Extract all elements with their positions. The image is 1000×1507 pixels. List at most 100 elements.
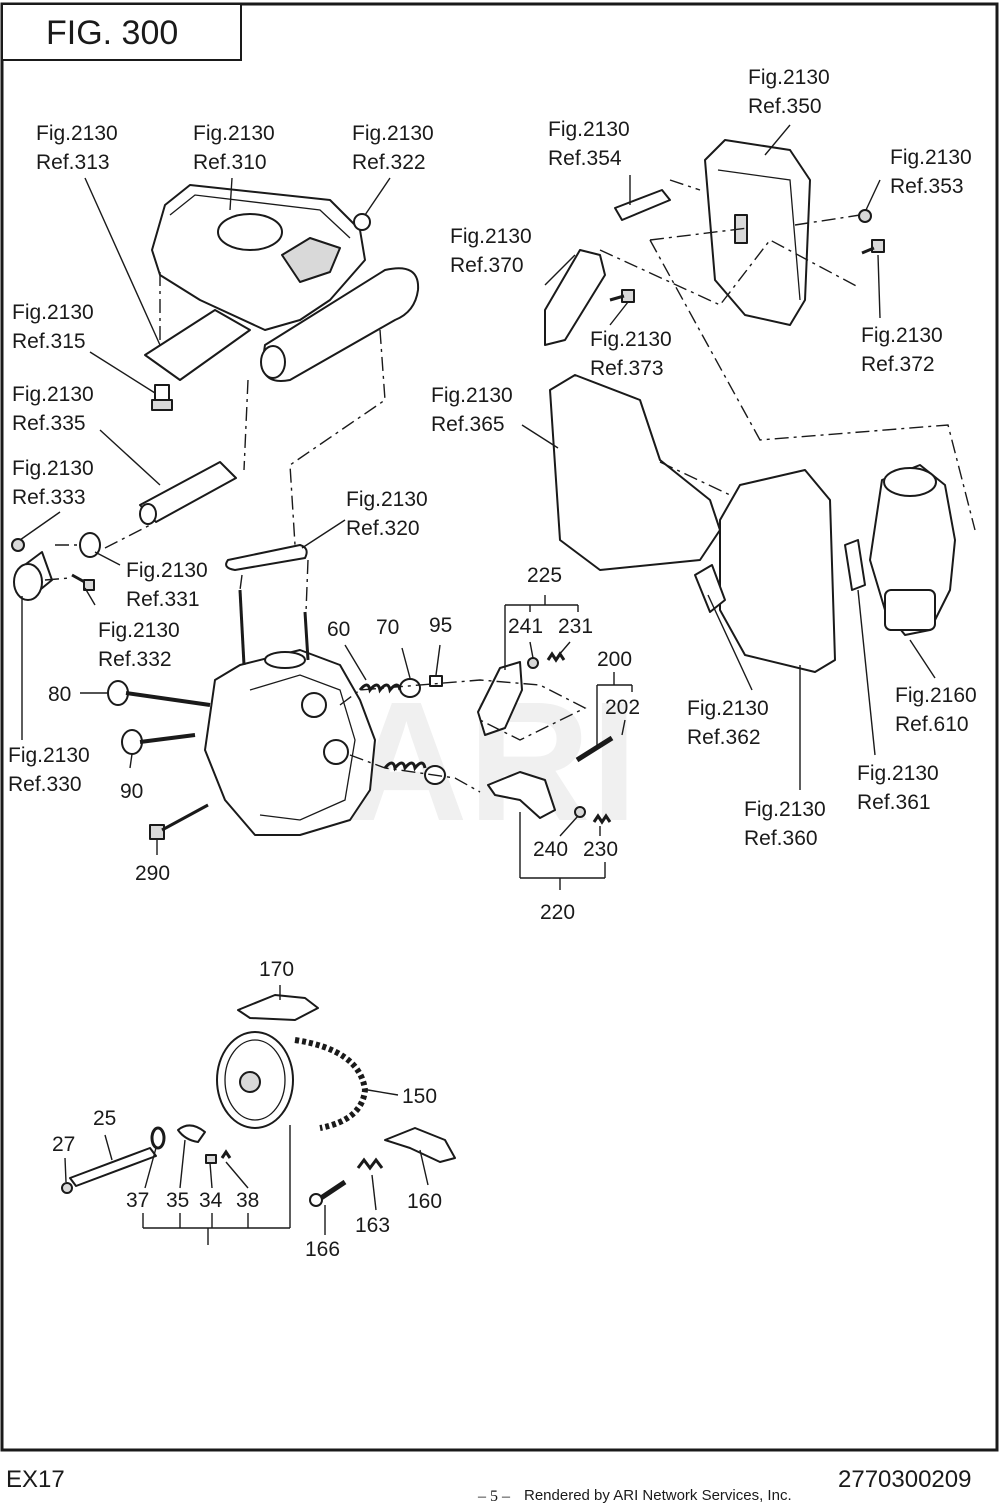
callout-362-line1: Fig.2130	[687, 697, 769, 720]
callout-365-line1: Fig.2130	[431, 384, 513, 407]
clip-37-drawing	[150, 1126, 166, 1150]
label-25: 25	[93, 1107, 116, 1130]
callout-335-line2: Ref.335	[12, 412, 86, 435]
label-240: 240	[533, 838, 568, 861]
label-231: 231	[558, 615, 593, 638]
callout-361-line1: Fig.2130	[857, 762, 939, 785]
label-70: 70	[376, 616, 399, 639]
footer-credit: Rendered by ARI Network Services, Inc.	[524, 1487, 792, 1504]
retainer-70-drawing	[399, 678, 421, 698]
screw-332-drawing	[71, 573, 95, 591]
valve-80-drawing	[107, 680, 211, 707]
footer-part-number: 2770300209	[838, 1466, 971, 1493]
bracket-370-drawing	[544, 249, 606, 346]
nut-241-drawing	[527, 657, 539, 669]
label-27: 27	[52, 1133, 75, 1156]
label-37: 37	[126, 1189, 149, 1212]
callout-354-line1: Fig.2130	[548, 118, 630, 141]
spark-arrestor-330-drawing	[13, 551, 53, 601]
callout-322-line2: Ref.322	[352, 151, 426, 174]
label-220: 220	[540, 901, 575, 924]
figure-title: FIG. 300	[46, 14, 178, 52]
bolt-315-drawing	[151, 384, 173, 411]
tensioner-160-drawing	[384, 1127, 456, 1163]
label-225: 225	[527, 564, 562, 587]
callout-310-line2: Ref.310	[193, 151, 267, 174]
callout-315-line1: Fig.2130	[12, 301, 94, 324]
rocker-arm-lower-drawing	[487, 771, 556, 819]
label-170: 170	[259, 958, 294, 981]
label-166: 166	[305, 1238, 340, 1261]
callout-361-line2: Ref.361	[857, 791, 931, 814]
callout-320-line1: Fig.2130	[346, 488, 428, 511]
air-cleaner-cover-350-drawing	[704, 139, 811, 326]
pivot-230-drawing	[592, 813, 612, 825]
label-163: 163	[355, 1214, 390, 1237]
callout-373-line2: Ref.373	[590, 357, 664, 380]
callout-310-line1: Fig.2130	[193, 122, 275, 145]
leader-lines	[19, 124, 936, 1245]
filter-365-drawing	[549, 374, 721, 571]
callout-313-line2: Ref.313	[36, 151, 110, 174]
pin-34-drawing	[205, 1154, 217, 1164]
callout-353-line2: Ref.353	[890, 175, 964, 198]
label-230: 230	[583, 838, 618, 861]
label-200: 200	[597, 648, 632, 671]
pivot-231-drawing	[546, 651, 566, 663]
bolt-372-drawing	[861, 239, 885, 255]
washer-27-drawing	[61, 1182, 73, 1194]
label-80: 80	[48, 683, 71, 706]
gasket-362-drawing	[694, 564, 726, 613]
screen-331-drawing	[79, 532, 101, 558]
callout-330-line1: Fig.2130	[8, 744, 90, 767]
valve-90-drawing	[121, 729, 196, 755]
shaft-25-drawing	[69, 1147, 157, 1187]
valve-spring-60-drawing	[358, 683, 427, 772]
nut-240-drawing	[574, 806, 586, 818]
callout-370-line1: Fig.2130	[450, 225, 532, 248]
callout-331-line1: Fig.2130	[126, 559, 208, 582]
nut-353-drawing	[858, 209, 872, 223]
callout-362-line2: Ref.362	[687, 726, 761, 749]
callout-353-line1: Fig.2130	[890, 146, 972, 169]
callout-labels: Fig.2130 Ref.313 Fig.2130 Ref.310 Fig.21…	[8, 66, 977, 850]
callout-354-line2: Ref.354	[548, 147, 622, 170]
lever-35-drawing	[177, 1124, 206, 1143]
callout-360-line1: Fig.2130	[744, 798, 826, 821]
callout-610-line1: Fig.2160	[895, 684, 977, 707]
gasket-320-drawing	[225, 544, 308, 571]
chain-150-drawing	[294, 1037, 369, 1131]
callout-350-line2: Ref.350	[748, 95, 822, 118]
label-38: 38	[236, 1189, 259, 1212]
pipe-335-drawing	[139, 461, 237, 525]
callout-370-line2: Ref.370	[450, 254, 524, 277]
label-290: 290	[135, 862, 170, 885]
callout-331-line2: Ref.331	[126, 588, 200, 611]
callout-313-line1: Fig.2130	[36, 122, 118, 145]
bolt-373-drawing	[609, 289, 635, 303]
label-90: 90	[120, 780, 143, 803]
label-95: 95	[429, 614, 452, 637]
diagram-border	[0, 2, 999, 1452]
nut-333-drawing	[11, 538, 25, 552]
number-labels: 225 241 231 200 202 60 70 95 80 90 290 2…	[48, 564, 640, 1261]
footer-page: – 5 –	[477, 1488, 511, 1505]
label-150: 150	[402, 1085, 437, 1108]
label-202: 202	[605, 696, 640, 719]
cylinder-head-drawing	[204, 589, 376, 836]
callout-320-line2: Ref.320	[346, 517, 420, 540]
callout-330-line2: Ref.330	[8, 773, 82, 796]
label-34: 34	[199, 1189, 223, 1212]
keeper-95-drawing	[429, 675, 443, 687]
spring-38-drawing	[220, 1149, 232, 1159]
callout-360-line2: Ref.360	[744, 827, 818, 850]
bolt-290-drawing	[149, 803, 209, 840]
label-60: 60	[327, 618, 350, 641]
callout-332-line1: Fig.2130	[98, 619, 180, 642]
callout-372-line1: Fig.2130	[861, 324, 943, 347]
callout-373-line1: Fig.2130	[590, 328, 672, 351]
callout-332-line2: Ref.332	[98, 648, 172, 671]
callout-322-line1: Fig.2130	[352, 122, 434, 145]
rocker-arm-upper-drawing	[477, 661, 523, 736]
